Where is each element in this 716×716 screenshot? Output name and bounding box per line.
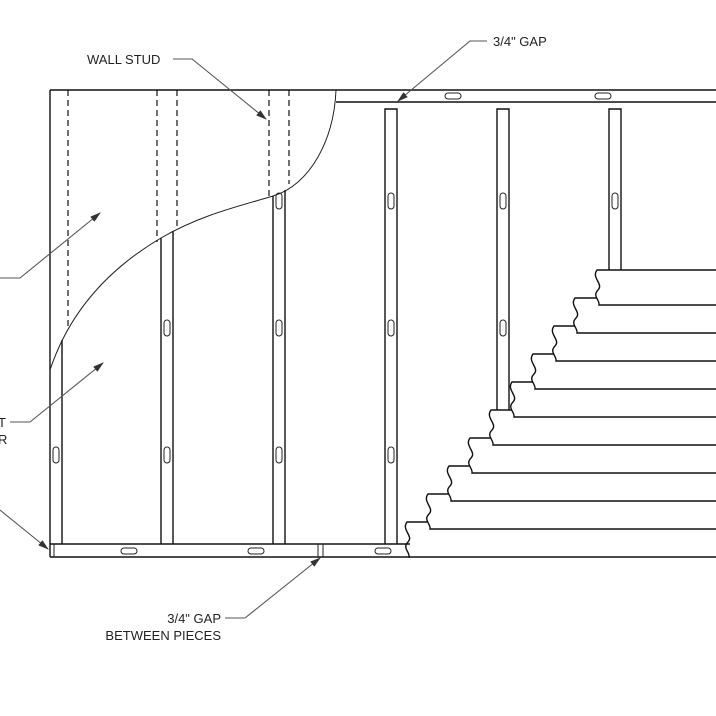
stud — [272, 190, 286, 544]
frame-outline — [49, 89, 336, 557]
fastener-slot-icon — [275, 446, 283, 464]
fastener-slot-icon — [594, 92, 612, 100]
leaders — [0, 40, 487, 619]
fastener-slot-icon — [387, 446, 395, 464]
hidden-studs — [67, 90, 290, 330]
bottom-gap-label-line2: BETWEEN PIECES — [105, 628, 221, 643]
siding-board — [551, 325, 716, 362]
top-gap-label: 3/4" GAP — [493, 34, 547, 49]
fastener-slot-icon — [163, 446, 171, 464]
cut-off-label: T — [0, 415, 6, 430]
fastener-slot-icon — [120, 547, 138, 555]
siding-board — [530, 353, 716, 390]
wall-stud-label: WALL STUD — [87, 52, 160, 67]
fastener-slot-icon — [387, 192, 395, 210]
fastener-slot-icon — [163, 319, 171, 337]
bottom-plate — [50, 543, 410, 558]
stud — [52, 340, 63, 544]
siding-board — [488, 409, 716, 446]
siding-board — [509, 381, 716, 418]
fastener-slot-icon — [275, 192, 283, 210]
cutaway-curve — [49, 89, 337, 371]
siding-boards — [404, 269, 716, 558]
siding-board — [467, 437, 716, 474]
fastener-slot-icon — [499, 319, 507, 337]
siding-board — [594, 269, 716, 306]
studs — [52, 108, 622, 544]
fastener-slot-icon — [52, 446, 60, 464]
fastener-slot-icon — [444, 92, 462, 100]
stud — [384, 108, 398, 544]
stud — [608, 108, 622, 270]
stud — [496, 108, 510, 410]
fastener-slot-icon — [247, 547, 265, 555]
stud — [160, 231, 174, 544]
siding-board — [446, 465, 716, 502]
fastener-slot-icon — [275, 319, 283, 337]
fastener-slot-icon — [499, 192, 507, 210]
siding-board — [404, 521, 716, 558]
fastener-slot-icon — [374, 547, 392, 555]
siding-board — [572, 297, 716, 334]
siding-board — [425, 493, 716, 530]
fastener-slot-icon — [611, 192, 619, 210]
cut-off-label: R — [0, 432, 7, 447]
fastener-slot-icon — [387, 319, 395, 337]
bottom-gap-label: 3/4" GAP — [167, 611, 221, 626]
top-plate — [336, 89, 716, 103]
